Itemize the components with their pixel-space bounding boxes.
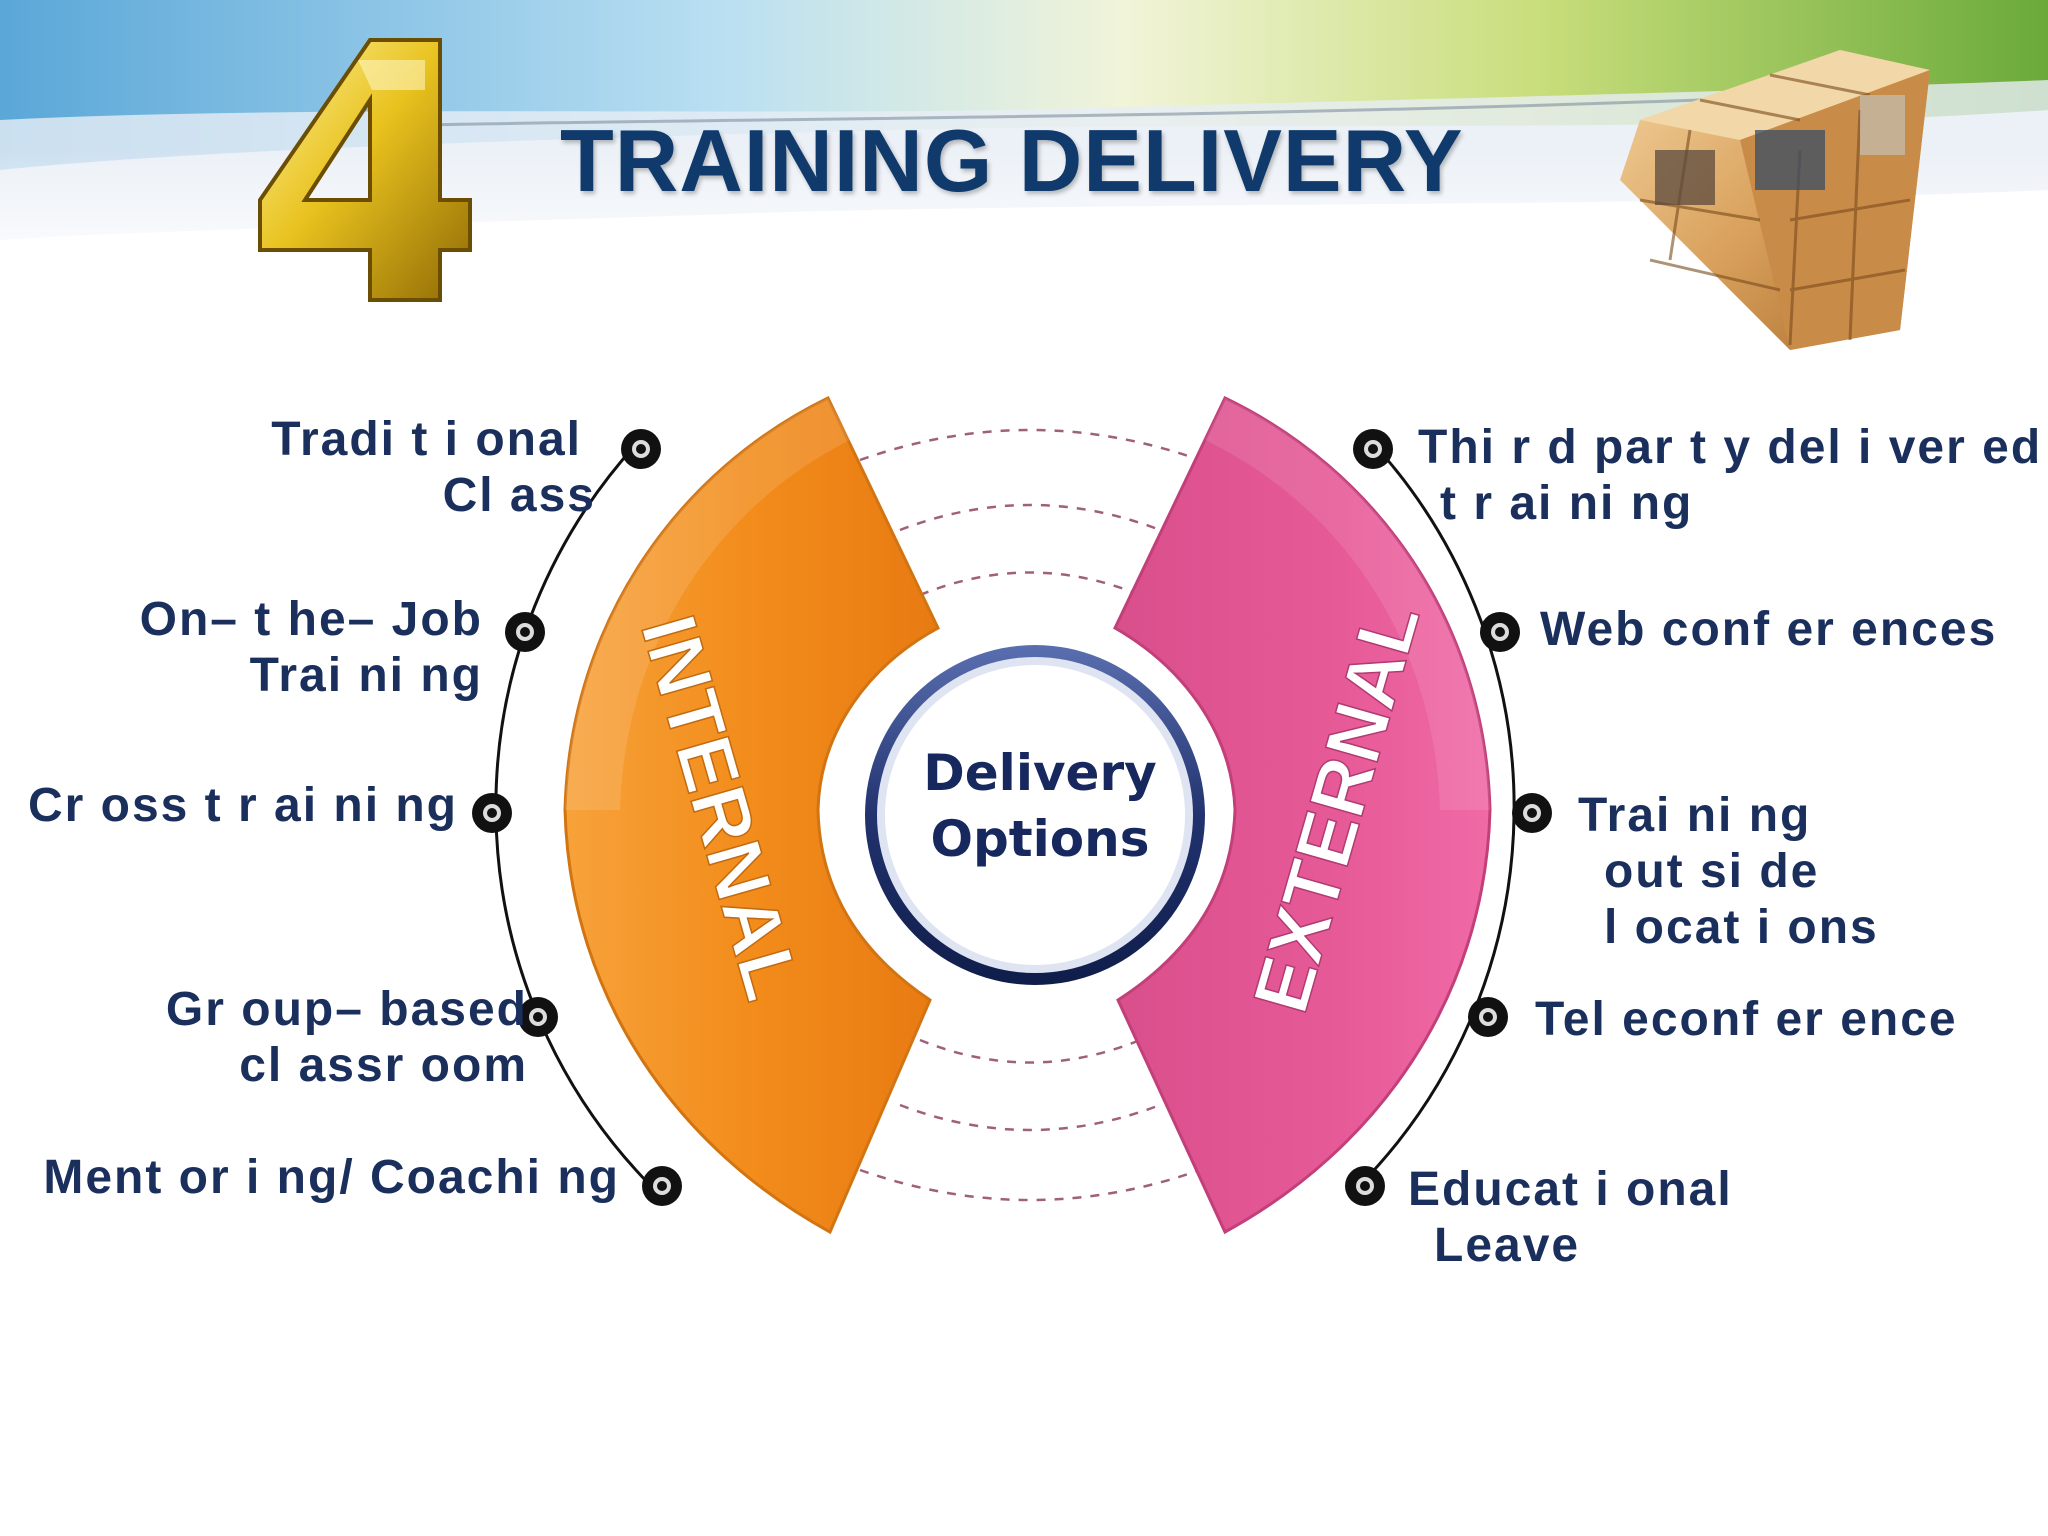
internal-item-mentoring: Ment or i ng/ Coachi ng [43, 1151, 620, 1204]
center-label-line1: Delivery [923, 744, 1157, 802]
ring-bullet-icon [1468, 997, 1508, 1037]
slide-title: TRAINING DELIVERY [560, 111, 1464, 210]
ring-bullet-icon [1480, 612, 1520, 652]
ring-bullet-icon [621, 429, 661, 469]
internal-item-group-based: Gr oup– based cl assr oom [165, 983, 528, 1092]
ring-bullet-icon [642, 1166, 682, 1206]
dashed-arcs [859, 428, 1201, 1202]
external-bullets [1345, 429, 1552, 1206]
external-item-training-outside: Trai ni ng out si de l ocat i ons [1578, 789, 1879, 954]
photo-cube-icon [1620, 50, 1930, 350]
external-item-web-conferences: Web conf er ences [1540, 603, 1998, 656]
center-label: Delivery Options [890, 740, 1190, 872]
center-label-line2: Options [930, 810, 1150, 868]
internal-item-traditional-class: Tradi t i onal Cl ass [271, 413, 596, 522]
ring-bullet-icon [505, 612, 545, 652]
center-circle [865, 645, 1205, 985]
external-item-teleconference: Tel econf er ence [1535, 993, 1958, 1046]
gold-number-4-icon [258, 38, 472, 302]
internal-item-cross-training: Cr oss t r ai ni ng [27, 779, 458, 832]
internal-bullets [472, 429, 682, 1206]
external-arc [1113, 395, 1492, 1235]
ring-bullet-icon [1345, 1166, 1385, 1206]
internal-item-on-the-job: On– t he– Job Trai ni ng [139, 593, 483, 702]
ring-bullet-icon [518, 997, 558, 1037]
ring-bullet-icon [1353, 429, 1393, 469]
external-item-educational-leave: Educat i onal Leave [1408, 1163, 1733, 1272]
ring-bullet-icon [1512, 793, 1552, 833]
external-item-third-party: Thi r d par t y del i ver ed t r ai ni n… [1418, 421, 2043, 530]
internal-arc [563, 395, 940, 1235]
ring-bullet-icon [472, 793, 512, 833]
